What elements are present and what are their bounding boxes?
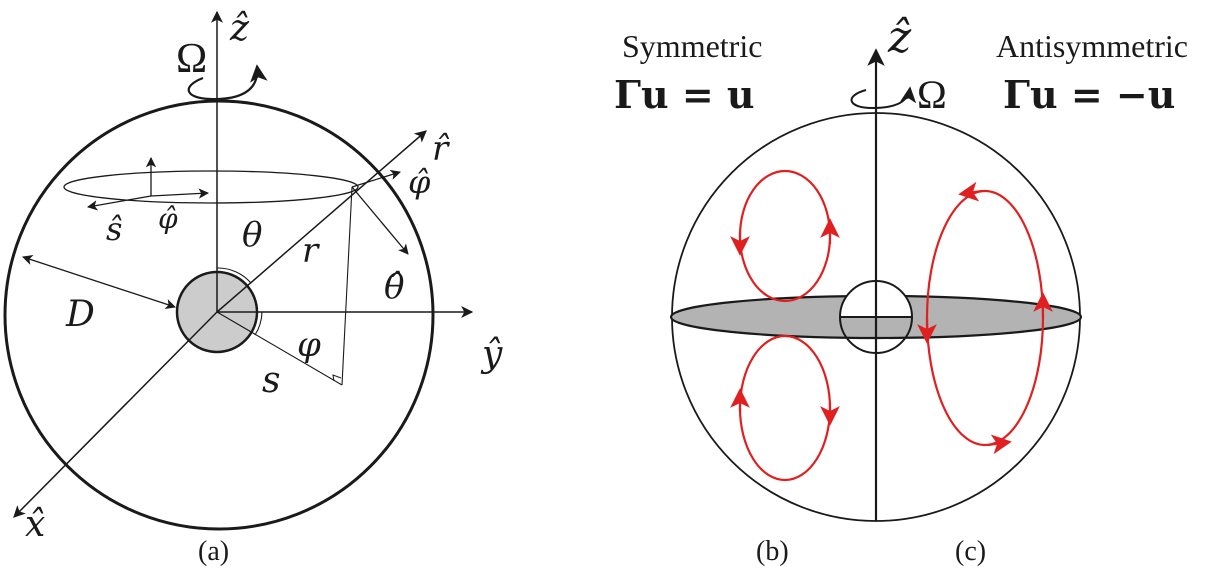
symmetric-relation: Γu = u — [614, 72, 755, 117]
antisymmetric-title: Antisymmetric — [996, 28, 1188, 64]
right-angle-mark — [332, 374, 342, 382]
omega-label-bc: Ω — [917, 72, 947, 117]
omega-label-a: Ω — [176, 36, 207, 82]
panel-bc: Symmetric Γu = u Antisymmetric Γu = −u ẑ… — [614, 12, 1188, 567]
symmetric-loop-upper — [738, 169, 832, 303]
antisymmetric-arrow-bottom — [987, 434, 1012, 455]
d-label: D — [65, 294, 95, 335]
rotation-arrow-a — [187, 64, 268, 101]
d-arrow — [22, 254, 176, 310]
caption-c: (c) — [955, 536, 986, 567]
symmetric-title: Symmetric — [622, 28, 762, 64]
antisymmetric-relation: Γu = −u — [1003, 72, 1175, 117]
theta-label: θ — [242, 215, 262, 255]
latitude-circle — [63, 170, 359, 204]
x-axis-line — [13, 311, 218, 518]
panel-a: Ω ẑ r̂ φ̂ ŝ φ̂ θ r θ̂ D φ s ŷ x̂ (a) — [3, 8, 503, 567]
phi-hat-label-right: φ̂ — [408, 163, 431, 201]
antisymmetric-arrow-top — [958, 181, 983, 202]
local-s-vector — [86, 195, 152, 211]
s-label: s — [262, 360, 280, 401]
projection-vertical — [341, 186, 353, 386]
theta-hat-vector — [351, 186, 409, 255]
phi-arc — [254, 311, 263, 336]
z-axis-label-a: ẑ — [229, 8, 250, 49]
caption-b: (b) — [756, 536, 789, 567]
x-axis-label: x̂ — [25, 504, 45, 545]
z-axis-label-bc: ẑ — [887, 12, 912, 63]
phi-hat-label-left: φ̂ — [158, 202, 178, 235]
outer-sphere — [3, 99, 435, 531]
r-axis-line — [216, 130, 427, 313]
theta-hat-label: θ̂ — [384, 267, 404, 307]
rotation-arrow-bc — [850, 86, 917, 110]
phi-label: φ — [297, 325, 321, 365]
theta-arc — [216, 267, 252, 284]
caption-a: (a) — [198, 536, 229, 567]
r-label: r — [302, 231, 320, 271]
projection-s — [216, 311, 343, 386]
local-phi-vector — [150, 188, 210, 199]
phi-hat-vector — [351, 169, 401, 188]
symmetric-loop-lower — [738, 334, 832, 482]
r-axis-label: r̂ — [432, 129, 450, 169]
s-hat-label: ŝ — [106, 210, 122, 248]
y-axis-label: ŷ — [480, 334, 503, 375]
